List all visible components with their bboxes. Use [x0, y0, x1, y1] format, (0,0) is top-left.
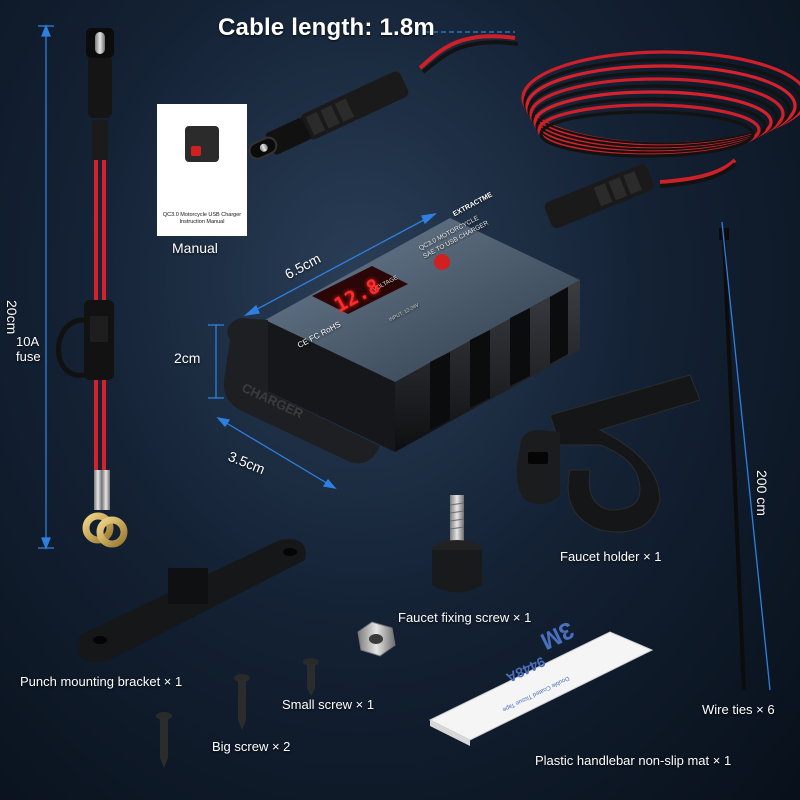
big-screw-label: Big screw × 2 [212, 739, 291, 754]
manual-label: Manual [172, 240, 218, 256]
big-screw-1 [234, 674, 250, 730]
wire-tie [719, 228, 746, 691]
sae-plug-device [544, 164, 654, 229]
mat-label: Plastic handlebar non-slip mat × 1 [535, 753, 732, 768]
manual-charger-image [185, 126, 219, 162]
cable-coil [418, 34, 800, 188]
faucet-fixing-screw [432, 495, 482, 593]
hex-nut [357, 621, 396, 657]
manual-card: QC3.0 Motorcycle USB Charger Instruction… [157, 104, 247, 236]
small-screw-label: Small screw × 1 [282, 697, 375, 712]
punch-mounting-bracket [78, 539, 306, 663]
faucet-screw-label: Faucet fixing screw × 1 [398, 610, 532, 625]
faucet-holder-label: Faucet holder × 1 [560, 549, 662, 564]
big-screw-2 [156, 712, 172, 768]
fuse-harness [56, 28, 128, 548]
punch-bracket-label: Punch mounting bracket × 1 [20, 674, 183, 689]
dim-label-height: 2cm [174, 350, 201, 366]
dim-line-width [243, 213, 438, 316]
dim-line-20cm [38, 24, 54, 550]
faucet-holder [516, 374, 701, 533]
sae-plug-top [248, 71, 409, 160]
dim-line-depth [216, 417, 337, 489]
dim-label-20cm: 20cm [4, 300, 20, 335]
wire-ties-label: Wire ties × 6 [702, 702, 775, 717]
fuse-label: 10A fuse [16, 334, 41, 364]
non-slip-mat [428, 631, 654, 746]
manual-title: QC3.0 Motorcycle USB Charger Instruction… [162, 212, 242, 225]
manual-port-icon [191, 146, 201, 156]
dim-line-height [208, 324, 224, 399]
small-screw [303, 658, 319, 696]
charger-device [223, 218, 580, 464]
cable-length-label: Cable length: 1.8m [218, 14, 435, 41]
dim-line-200cm [721, 221, 771, 691]
dim-label-200cm: 200 cm [754, 470, 770, 516]
